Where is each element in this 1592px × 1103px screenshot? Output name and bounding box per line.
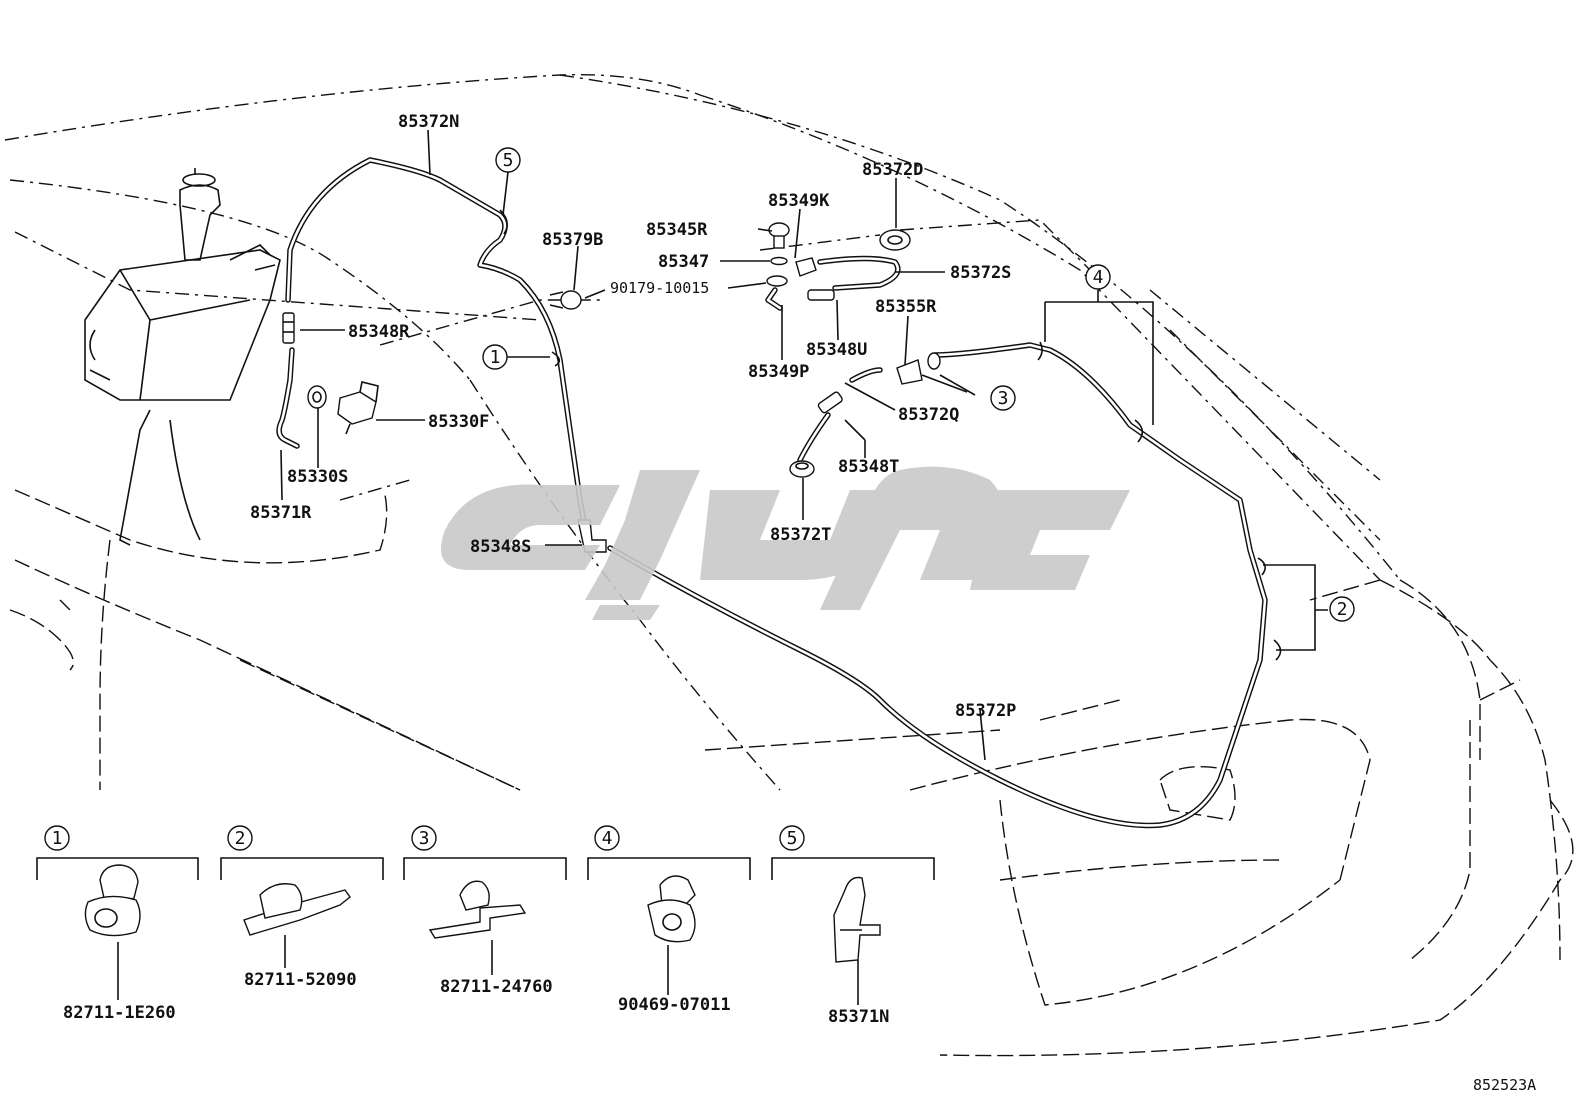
- svg-text:4: 4: [1093, 267, 1104, 288]
- tee-85355r: [896, 359, 923, 385]
- clip-3-icon: [428, 904, 527, 939]
- fittings: [282, 209, 1282, 661]
- diagram-code: 852523A: [1473, 1076, 1536, 1094]
- clip-panel-1: 1 82711-1E260: [36, 825, 199, 1023]
- label-85330f: 85330F: [428, 412, 489, 432]
- clip-2-part: 82711-52090: [244, 970, 357, 990]
- clip-5-icon: [833, 876, 881, 963]
- washer-tank-illustration: [84, 168, 281, 546]
- label-85355r: 85355R: [875, 297, 937, 317]
- label-85372p: 85372P: [955, 701, 1016, 721]
- label-85372n: 85372N: [398, 112, 459, 132]
- vehicle-body-outline: [4, 73, 1574, 1057]
- svg-text:3: 3: [419, 828, 430, 849]
- clip-panel-4: 4 90469-07011: [587, 825, 751, 1015]
- grommet-85330s: [307, 385, 327, 409]
- leader-lines: [280, 129, 1328, 761]
- svg-text:1: 1: [52, 828, 63, 849]
- label-85372q: 85372Q: [898, 405, 959, 425]
- label-90179-10015: 90179-10015: [610, 279, 709, 297]
- svg-text:1: 1: [490, 347, 501, 368]
- label-85347: 85347: [658, 252, 709, 272]
- label-85348u: 85348U: [806, 340, 867, 360]
- label-85349k: 85349K: [768, 191, 830, 211]
- nut-90179: [766, 275, 788, 287]
- clip-4-part: 90469-07011: [618, 995, 731, 1015]
- callout-1: [482, 344, 508, 370]
- callout-2: [1329, 596, 1355, 622]
- label-85330s: 85330S: [287, 467, 348, 487]
- clip-panel-5: 5 85371N: [771, 825, 935, 1027]
- clip-c3: [927, 352, 941, 370]
- clip-details: 1 82711-1E260 2 82711-52090 3 82711: [36, 825, 935, 1027]
- svg-text:2: 2: [1337, 599, 1348, 620]
- part-labels: 85372N 85372D 85349K 85345R 85379B 85347…: [250, 112, 1016, 721]
- svg-text:3: 3: [998, 388, 1009, 409]
- nozzle-85379b: [560, 290, 582, 310]
- label-85372t: 85372T: [770, 525, 831, 545]
- clip-3-part: 82711-24760: [440, 977, 553, 997]
- label-85348t: 85348T: [838, 457, 899, 477]
- connector-85348t: [817, 391, 843, 414]
- grommet-85372d: [879, 229, 911, 251]
- jet-85345r: [768, 222, 790, 238]
- clip-panel-2: 2 82711-52090: [220, 825, 384, 990]
- callout-3: [990, 385, 1016, 411]
- label-85372s: 85372S: [950, 263, 1011, 283]
- callout-4: [1085, 264, 1111, 290]
- hose-routing: [276, 157, 1268, 829]
- connector-85348u: [807, 289, 835, 301]
- label-85345r: 85345R: [646, 220, 708, 240]
- clip-panel-3: 3 82711-24760: [403, 825, 567, 997]
- label-85372d: 85372D: [862, 160, 923, 180]
- svg-text:2: 2: [235, 828, 246, 849]
- svg-text:4: 4: [602, 828, 613, 849]
- label-85379b: 85379B: [542, 230, 603, 250]
- label-85348s: 85348S: [470, 537, 531, 557]
- label-85349p: 85349P: [748, 362, 809, 382]
- washer-85347: [770, 256, 788, 266]
- label-85348r: 85348R: [348, 322, 410, 342]
- svg-text:5: 5: [503, 150, 514, 171]
- watermark-logo: [440, 466, 1130, 620]
- connector-85348r: [282, 312, 295, 344]
- clip-5-part: 85371N: [828, 1007, 889, 1027]
- svg-text:5: 5: [787, 828, 798, 849]
- elbow-85349k: [795, 257, 817, 277]
- clip-1-part: 82711-1E260: [63, 1003, 176, 1023]
- callout-markers: 5 1 4 3 2: [482, 147, 1355, 622]
- pump-85330f: [337, 391, 377, 425]
- label-85371r: 85371R: [250, 503, 312, 523]
- callout-5: [495, 147, 521, 173]
